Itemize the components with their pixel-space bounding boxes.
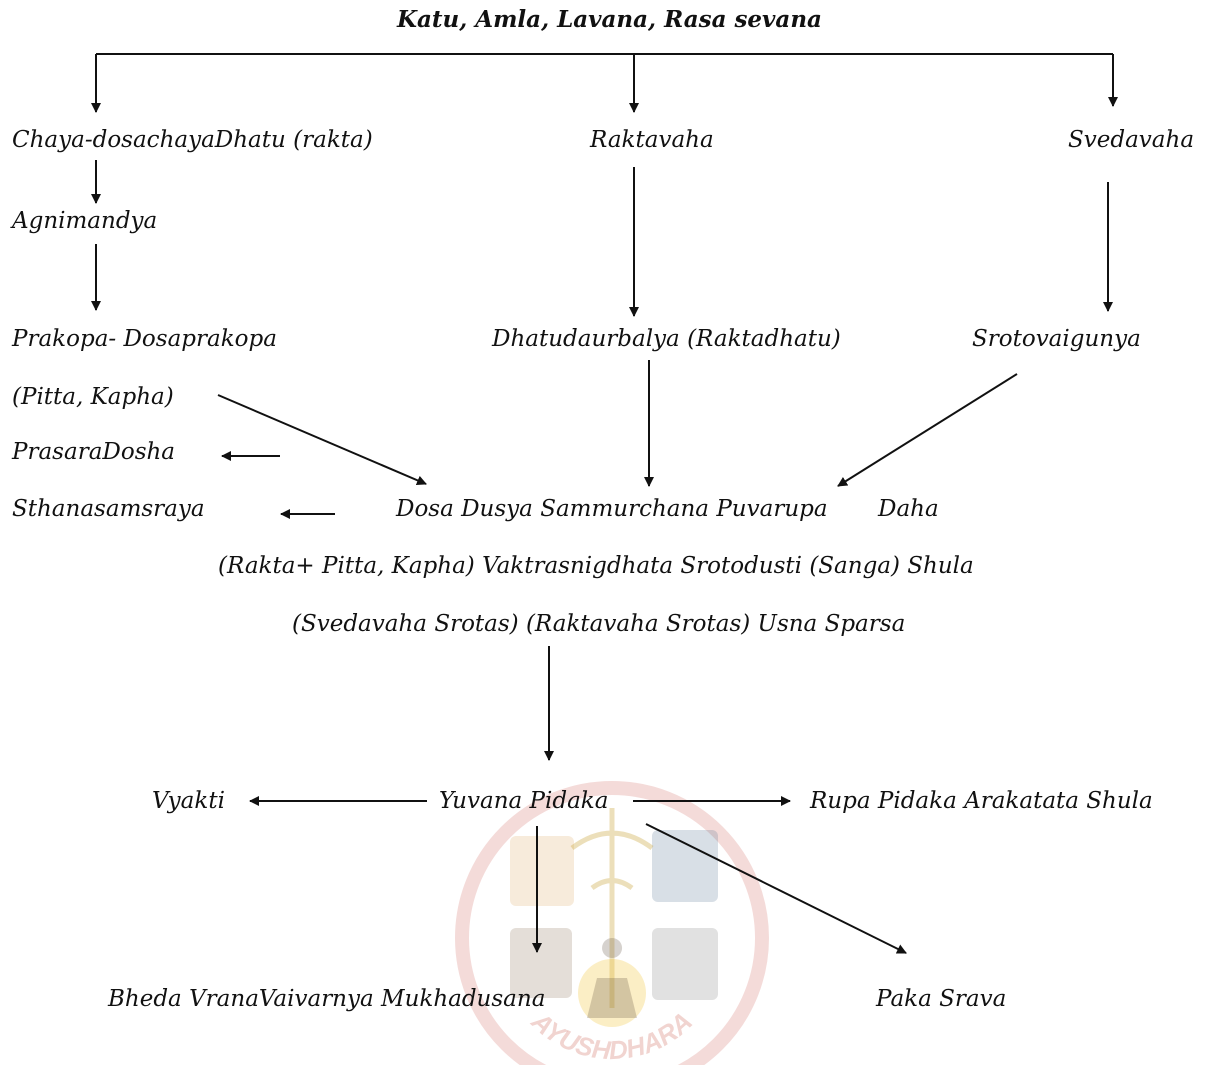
arrow-yuvana-to-paka: [645, 823, 907, 954]
watermark-logo: AYUSHDHARA: [455, 781, 769, 1065]
arrow-srotovaigunya-to-sammurchana: [837, 373, 1018, 487]
node-svedavaha: Svedavaha: [1068, 127, 1195, 153]
watermark-tile-4: [652, 928, 718, 1000]
node-daha: Daha: [878, 496, 939, 522]
node-pitta-kapha: (Pitta, Kapha): [12, 384, 174, 410]
node-agnimandya: Agnimandya: [12, 208, 158, 234]
watermark-tile-3: [510, 928, 572, 998]
node-chaya: Chaya-dosachayaDhatu (rakta): [12, 127, 373, 153]
node-sammurchana: Dosa Dusya Sammurchana Puvarupa: [396, 496, 828, 522]
watermark-tile-2: [652, 830, 718, 902]
node-sthana: Sthanasamsraya: [12, 496, 205, 522]
node-prakopa: Prakopa- Dosaprakopa: [12, 326, 277, 352]
node-paka: Paka Srava: [876, 986, 1007, 1012]
watermark-tile-1: [510, 836, 574, 906]
node-dhatudaurbalya: Dhatudaurbalya (Raktadhatu): [492, 326, 841, 352]
node-vyakti: Vyakti: [152, 788, 225, 814]
node-yuvana: Yuvana Pidaka: [439, 788, 609, 814]
node-center-line2: (Rakta+ Pitta, Kapha) Vaktrasnigdhata Sr…: [218, 553, 974, 579]
node-center-line3: (Svedavaha Srotas) (Raktavaha Srotas) Us…: [292, 611, 906, 637]
node-prasara: PrasaraDosha: [12, 439, 176, 465]
watermark-ring: [455, 781, 769, 1065]
node-srotovaigunya: Srotovaigunya: [972, 326, 1141, 352]
node-raktavaha: Raktavaha: [590, 127, 714, 153]
watermark-meditating-figure: [587, 938, 637, 1018]
arrow-pittakapha-to-sammurchana: [217, 394, 427, 486]
watermark-caduceus: [570, 808, 654, 1008]
node-bheda: Bheda VranaVaivarnya Mukhadusana: [108, 986, 546, 1012]
diagram-title: Katu, Amla, Lavana, Rasa sevana: [397, 6, 822, 33]
node-rupa: Rupa Pidaka Arakatata Shula: [810, 788, 1153, 814]
watermark-sun: [578, 959, 646, 1027]
